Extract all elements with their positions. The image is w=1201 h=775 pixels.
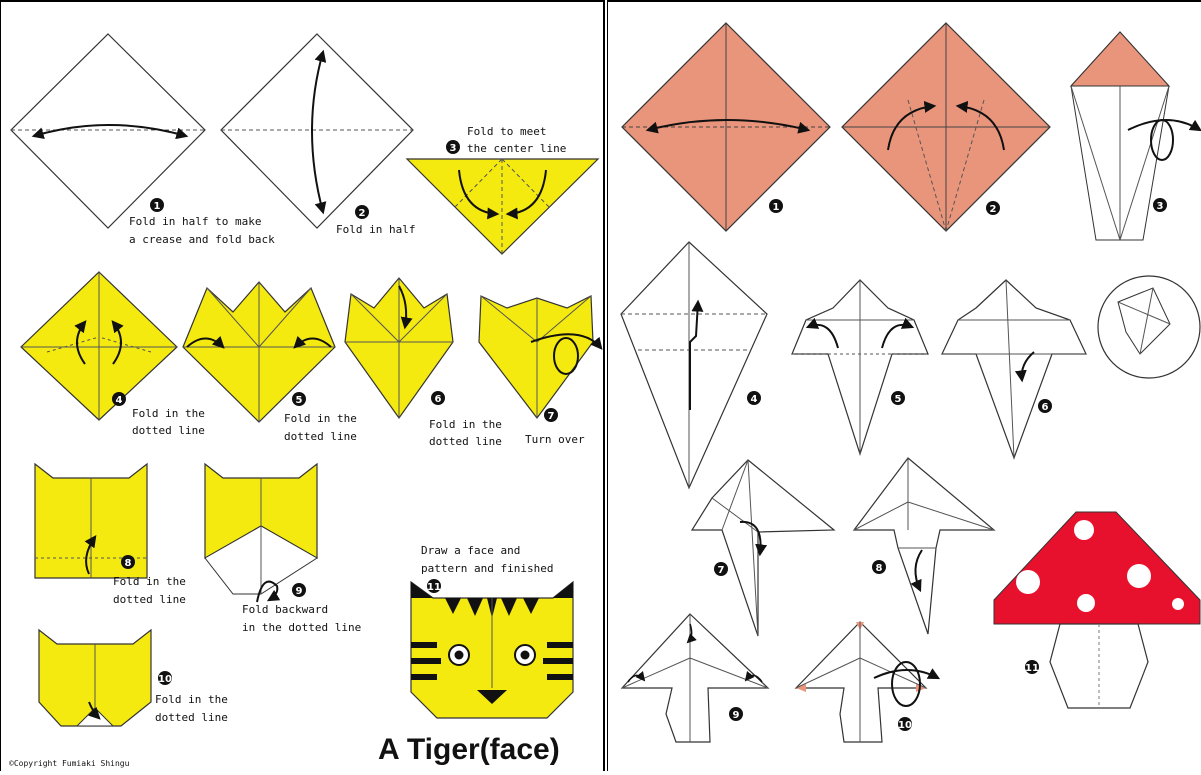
svg-text:8: 8	[125, 558, 132, 569]
mushroom-instructions-panel: 1 2 3 4	[607, 0, 1201, 771]
tiger-step-6-badge: 6	[431, 391, 445, 405]
tiger-step-9-text-line-1: Fold backward	[242, 603, 328, 616]
svg-text:3: 3	[450, 143, 457, 154]
tiger-step-5-diagram	[183, 282, 335, 422]
tiger-step-3-diagram	[407, 159, 598, 254]
tiger-step-2-badge: 2	[355, 205, 369, 219]
mushroom-step-2-diagram	[842, 23, 1050, 231]
svg-text:3: 3	[1157, 201, 1164, 212]
mushroom-step-8-diagram	[854, 458, 994, 634]
svg-text:5: 5	[895, 394, 902, 405]
svg-text:10: 10	[898, 720, 912, 731]
tiger-step-9-diagram	[205, 464, 317, 602]
tiger-step-2-text: Fold in half	[336, 223, 415, 236]
svg-text:9: 9	[733, 710, 740, 721]
tiger-step-11-text-line-2: pattern and finished	[421, 562, 553, 575]
mushroom-step-10-diagram	[796, 622, 938, 742]
svg-text:9: 9	[296, 586, 303, 597]
tiger-step-4-text-line-1: Fold in the	[132, 407, 205, 420]
mushroom-detail-inset	[1098, 276, 1200, 378]
svg-text:10: 10	[158, 674, 172, 685]
mushroom-step-8-badge: 8	[872, 560, 886, 574]
tiger-step-10-text-line-1: Fold in the	[155, 693, 228, 706]
mushroom-step-4-badge: 4	[747, 391, 761, 405]
mushroom-step-9-diagram	[622, 614, 768, 742]
tiger-diagram: 1 Fold in half to make a crease and fold…	[1, 2, 604, 771]
tiger-step-4-diagram	[21, 272, 177, 420]
mushroom-diagram: 1 2 3 4	[608, 2, 1201, 771]
svg-text:2: 2	[359, 208, 366, 219]
tiger-step-3-badge: 3	[446, 140, 460, 154]
svg-text:7: 7	[718, 565, 725, 576]
tiger-step-6-text-line-2: dotted line	[429, 435, 502, 448]
svg-text:6: 6	[435, 394, 442, 405]
svg-text:11: 11	[1025, 663, 1039, 674]
tiger-step-8-text-line-1: Fold in the	[113, 575, 186, 588]
tiger-step-6-text-line-1: Fold in the	[429, 418, 502, 431]
mushroom-step-3-diagram	[1071, 32, 1200, 240]
mushroom-step-9-badge: 9	[729, 707, 743, 721]
tiger-step-3-text-line-2: the center line	[467, 142, 566, 155]
tiger-step-1-diagram	[11, 34, 205, 228]
mushroom-step-5-diagram	[792, 280, 928, 454]
mushroom-step-5-badge: 5	[891, 391, 905, 405]
tiger-step-4-text-line-2: dotted line	[132, 424, 205, 437]
tiger-step-5-badge: 5	[292, 392, 306, 406]
svg-text:11: 11	[427, 582, 441, 593]
mushroom-step-1-badge: 1	[769, 199, 783, 213]
mushroom-step-10-badge: 10	[898, 717, 912, 731]
svg-text:1: 1	[773, 202, 780, 213]
tiger-step-9-badge: 9	[292, 583, 306, 597]
mushroom-step-6-diagram	[942, 280, 1086, 458]
mushroom-step-4-diagram	[621, 242, 767, 488]
tiger-step-7-text: Turn over	[525, 433, 585, 446]
tiger-step-10-badge: 10	[158, 671, 172, 685]
svg-text:1: 1	[154, 201, 161, 212]
tiger-step-1-text-line-2: a crease and fold back	[129, 233, 275, 246]
mushroom-step-1-diagram	[622, 23, 830, 231]
tiger-step-11-text-line-1: Draw a face and	[421, 544, 520, 557]
tiger-step-7-badge: 7	[544, 408, 558, 422]
svg-text:8: 8	[876, 563, 883, 574]
mushroom-step-7-badge: 7	[714, 562, 728, 576]
svg-text:4: 4	[751, 394, 758, 405]
tiger-title: A Tiger(face)	[378, 733, 560, 766]
tiger-step-9-text-line-2: in the dotted line	[242, 621, 361, 634]
svg-text:7: 7	[548, 411, 555, 422]
svg-text:6: 6	[1042, 402, 1049, 413]
tiger-step-3-text-line-1: Fold to meet	[467, 125, 546, 138]
svg-text:5: 5	[296, 395, 303, 406]
tiger-step-8-text-line-2: dotted line	[113, 593, 186, 606]
svg-text:2: 2	[990, 204, 997, 215]
tiger-copyright: ©Copyright Fumiaki Shingu	[9, 759, 130, 768]
tiger-instructions-panel: 1 Fold in half to make a crease and fold…	[0, 0, 605, 771]
tiger-step-5-text-line-1: Fold in the	[284, 412, 357, 425]
tiger-step-5-text-line-2: dotted line	[284, 430, 357, 443]
tiger-step-1-badge: 1	[150, 198, 164, 212]
mushroom-step-3-badge: 3	[1153, 198, 1167, 212]
tiger-step-4-badge: 4	[112, 392, 126, 406]
tiger-step-11-badge: 11	[427, 579, 441, 593]
mushroom-step-7-diagram	[692, 460, 834, 636]
mushroom-step-2-badge: 2	[986, 201, 1000, 215]
tiger-step-7-diagram	[479, 296, 601, 418]
mushroom-step-6-badge: 6	[1038, 399, 1052, 413]
tiger-face-finished	[411, 582, 573, 718]
mushroom-finished	[994, 512, 1200, 708]
tiger-step-10-text-line-2: dotted line	[155, 711, 228, 724]
tiger-step-1-text-line-1: Fold in half to make	[129, 215, 261, 228]
tiger-step-2-diagram	[221, 34, 413, 228]
svg-text:4: 4	[116, 395, 123, 406]
mushroom-step-11-badge: 11	[1025, 660, 1039, 674]
tiger-step-8-badge: 8	[121, 555, 135, 569]
tiger-step-10-diagram	[39, 630, 151, 726]
